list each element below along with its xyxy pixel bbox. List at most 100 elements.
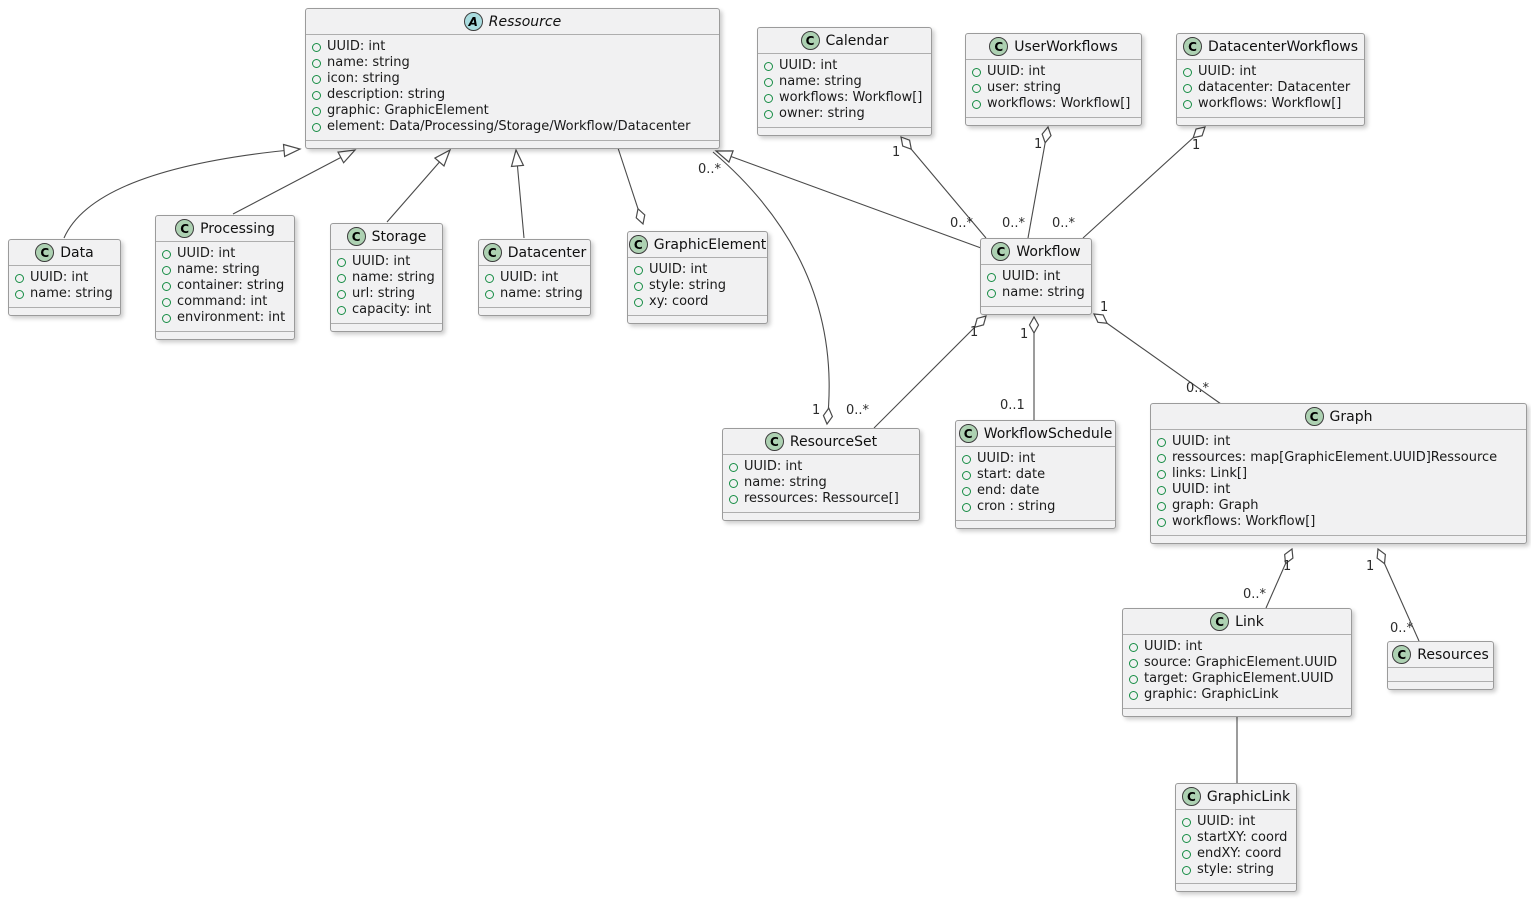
field-visibility-icon (337, 289, 346, 299)
attribute-row: UUID: int (729, 459, 911, 475)
field-visibility-icon (729, 462, 738, 472)
attribute-row: UUID: int (15, 270, 112, 286)
class-stereotype-icon: C (989, 37, 1009, 56)
attribute-text: UUID: int (1172, 434, 1231, 449)
attribute-text: UUID: int (177, 246, 236, 261)
field-visibility-icon (987, 272, 996, 282)
edge-userworkflows-workflow (1027, 125, 1052, 239)
field-visibility-icon (634, 265, 643, 275)
field-visibility-icon (1157, 501, 1166, 511)
field-visibility-icon (972, 99, 981, 109)
attribute-text: graphic: GraphicElement (327, 103, 489, 118)
attribute-text: environment: int (177, 310, 286, 325)
multiplicity-label: 1 (1283, 559, 1291, 574)
field-visibility-icon (15, 273, 24, 283)
attribute-text: command: int (177, 294, 268, 309)
attributes-compartment (1388, 667, 1493, 681)
attribute-row: UUID: int (1157, 434, 1518, 450)
attribute-text: endXY: coord (1197, 846, 1282, 861)
methods-compartment (966, 117, 1141, 125)
multiplicity-label: 1 (1100, 300, 1108, 315)
methods-compartment (306, 140, 719, 148)
field-visibility-icon (485, 289, 494, 299)
field-visibility-icon (1157, 437, 1166, 447)
edge-ressource-graphicelement (617, 147, 646, 226)
class-name: Processing (200, 220, 275, 237)
methods-compartment (1176, 883, 1296, 891)
field-visibility-icon (1157, 517, 1166, 527)
attribute-text: UUID: int (500, 270, 559, 285)
attribute-row: UUID: int (1157, 482, 1518, 498)
attribute-row: command: int (162, 294, 286, 310)
attribute-row: element: Data/Processing/Storage/Workflo… (312, 119, 711, 135)
field-visibility-icon (962, 486, 971, 496)
class-name: UserWorkflows (1014, 38, 1118, 55)
multiplicity-label: 0..* (1186, 381, 1210, 396)
abstract-stereotype-icon: A (463, 12, 483, 31)
edge-datacenter-extends-ressource (510, 148, 525, 239)
attribute-text: name: string (327, 55, 410, 70)
attribute-row: style: string (634, 278, 759, 294)
field-visibility-icon (634, 297, 643, 307)
attribute-row: icon: string (312, 71, 711, 87)
attribute-row: workflows: Workflow[] (1157, 514, 1518, 530)
edge-datacenterworkflows-workflow (1082, 126, 1206, 239)
field-visibility-icon (337, 305, 346, 315)
field-visibility-icon (1182, 833, 1191, 843)
class-title-bar: C UserWorkflows (966, 34, 1141, 59)
attribute-row: name: string (987, 285, 1085, 301)
multiplicity-label: 1 (1034, 137, 1042, 152)
attribute-row: datacenter: Datacenter (1183, 80, 1356, 96)
attribute-text: UUID: int (1198, 64, 1257, 79)
attribute-text: user: string (987, 80, 1061, 95)
field-visibility-icon (312, 122, 321, 132)
class-stereotype-icon: C (1181, 787, 1201, 806)
attribute-row: graphic: GraphicLink (1129, 687, 1343, 703)
attribute-text: UUID: int (1144, 639, 1203, 654)
multiplicity-label: 1 (1366, 559, 1374, 574)
attribute-text: datacenter: Datacenter (1198, 80, 1351, 95)
attribute-text: owner: string (779, 106, 865, 121)
attribute-text: name: string (352, 270, 435, 285)
field-visibility-icon (764, 109, 773, 119)
attribute-row: style: string (1182, 862, 1288, 878)
attribute-row: UUID: int (634, 262, 759, 278)
class-stereotype-icon: C (991, 242, 1011, 261)
methods-compartment (1177, 117, 1364, 125)
field-visibility-icon (764, 93, 773, 103)
attribute-text: end: date (977, 483, 1040, 498)
attribute-row: UUID: int (1129, 639, 1343, 655)
attribute-text: name: string (779, 74, 862, 89)
methods-compartment (331, 323, 442, 331)
attribute-text: name: string (744, 475, 827, 490)
class-name: Calendar (825, 32, 889, 49)
edge-workflow-resourceset (873, 315, 987, 429)
edge-graph-resources (1376, 547, 1420, 642)
attribute-text: ressources: map[GraphicElement.UUID]Ress… (1172, 450, 1498, 465)
attribute-row: name: string (162, 262, 286, 278)
